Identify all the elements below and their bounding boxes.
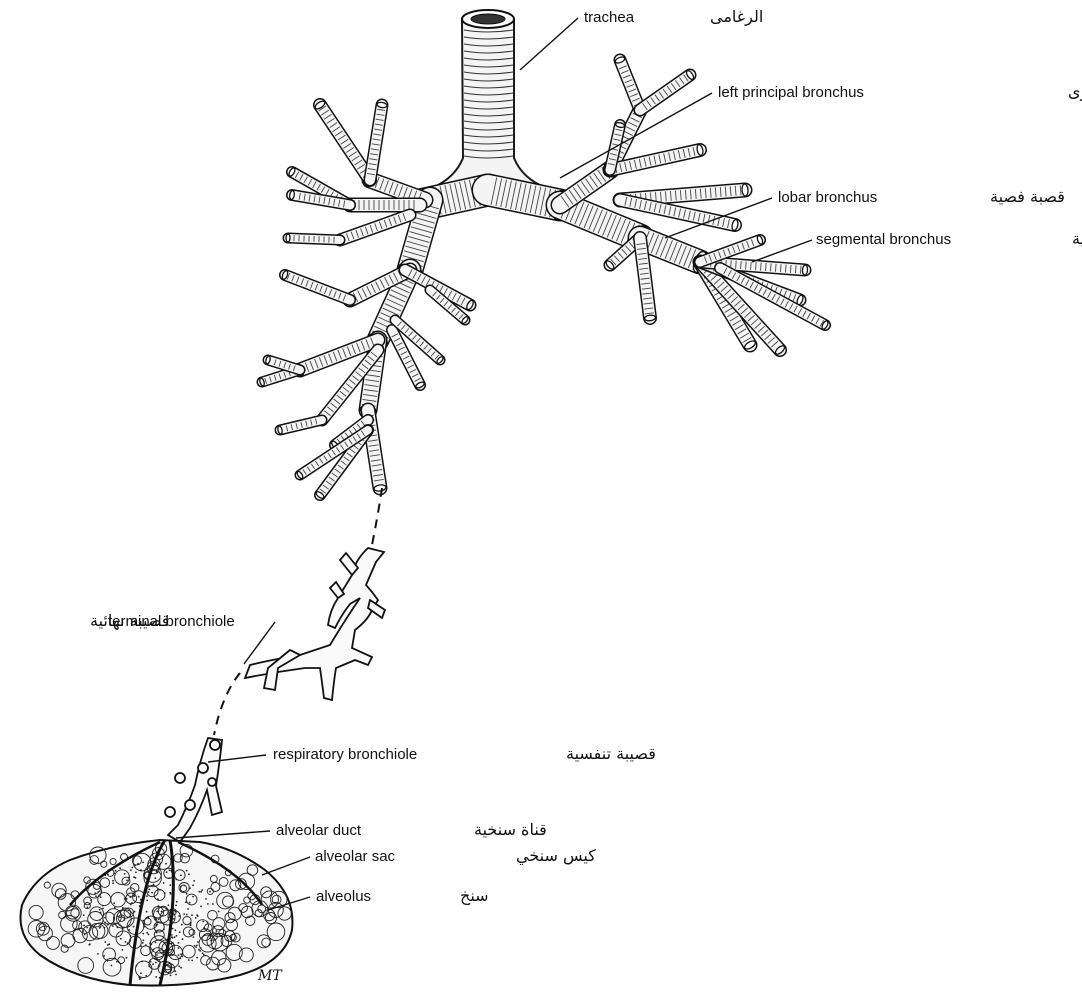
bronchus-branch: [614, 56, 641, 110]
label-alveolar-duct-en: alveolar duct: [276, 822, 362, 839]
label-alveolus-ar: سنخ: [460, 886, 489, 906]
bronchus-branch: [277, 418, 322, 434]
label-respiratory-bronchiole-en: respiratory bronchiole: [273, 746, 417, 763]
bronchioles: [245, 548, 385, 700]
bronchus-branch: [286, 234, 340, 243]
illustrator-signature: MT: [257, 968, 283, 984]
bronchial-branches: [259, 56, 829, 500]
bronchus-branch: [336, 213, 410, 245]
bronchus-branch: [367, 102, 387, 180]
label-segmental-bronchus-ar: قصبة قطعية: [1072, 229, 1082, 248]
alveolar-sac-cluster: [20, 840, 292, 986]
label-alveolar-sac-en: alveolar sac: [315, 848, 396, 865]
label-trachea-en: trachea: [584, 9, 635, 26]
dashed-connection-lower: [214, 673, 240, 735]
label-alveolar-sac-ar: كيس سنخي: [516, 846, 596, 866]
label-lobar-bronchus-ar: قصبة فصية: [990, 187, 1065, 206]
bronchus-branch: [281, 270, 350, 301]
label-left-principal-bronchus-ar: القصبة الرئيسة اليسرى: [1068, 82, 1082, 102]
label-lobar-bronchus-en: lobar bronchus: [778, 189, 877, 206]
label-segmental-bronchus-en: segmental bronchus: [816, 231, 951, 248]
label-respiratory-bronchiole-ar: قصيبة تنفسية: [566, 744, 656, 763]
respiratory-bronchiole-illustration: [165, 738, 222, 842]
label-left-principal-bronchus-en: left principal bronchus: [718, 84, 864, 101]
bronchus-branch: [640, 69, 695, 110]
bronchus-branch: [265, 356, 300, 371]
label-alveolus-en: alveolus: [316, 888, 371, 905]
trachea-illustration: [432, 10, 546, 200]
label-terminal-bronchiole-en: terminal bronchiole: [108, 613, 235, 630]
bronchus-branch: [314, 100, 371, 180]
dashed-connection-upper: [372, 488, 382, 545]
label-alveolar-duct-ar: قناة سنخية: [474, 820, 547, 839]
label-trachea-ar: الرغامى: [710, 7, 763, 27]
